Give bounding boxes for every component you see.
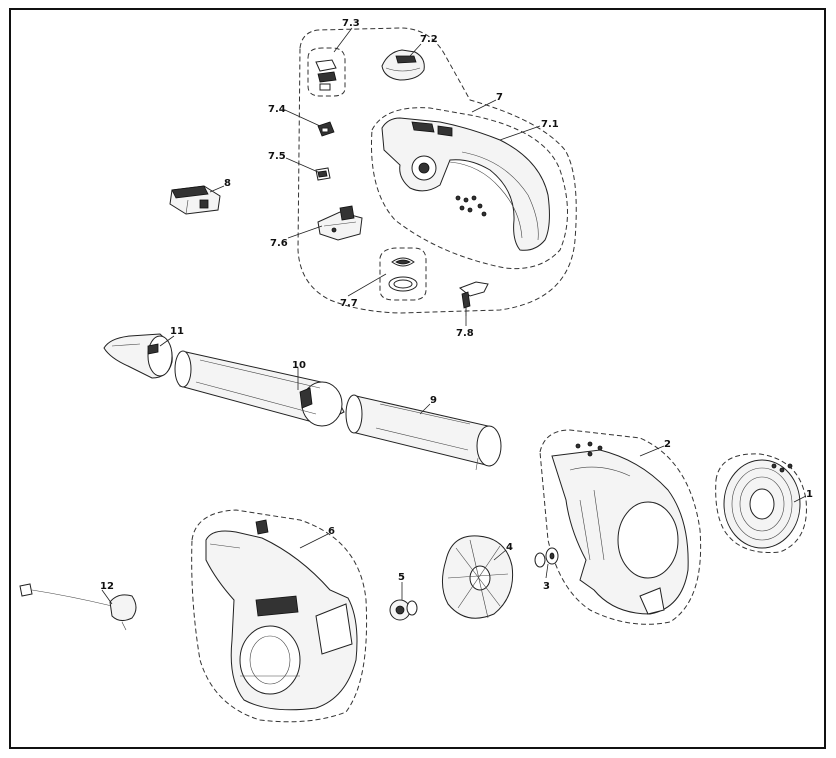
label-7: 7 <box>496 92 503 103</box>
part-7-3-clip <box>316 60 336 90</box>
leader-8 <box>210 186 224 192</box>
label-2: 2 <box>664 439 671 450</box>
part-12-cord <box>20 584 136 630</box>
label-5: 5 <box>398 572 405 583</box>
leader-7-1 <box>500 126 540 140</box>
part-10-tube <box>175 351 344 426</box>
part-11-nozzle <box>104 334 172 378</box>
label-7-6: 7.6 <box>270 238 288 249</box>
part-7-2-cover <box>382 50 424 80</box>
leader-7 <box>472 100 496 112</box>
label-11: 11 <box>170 326 184 337</box>
label-8: 8 <box>224 178 231 189</box>
leader-7-3 <box>334 28 352 52</box>
group-7-7-boundary <box>380 248 426 300</box>
label-1: 1 <box>806 489 813 500</box>
part-5-bearing <box>390 600 417 620</box>
part-4-fan <box>442 536 512 618</box>
leader-12 <box>102 590 112 604</box>
label-6: 6 <box>328 526 335 537</box>
label-7-2: 7.2 <box>420 34 438 45</box>
part-1-grille <box>724 460 800 548</box>
part-8-box <box>170 186 220 214</box>
part-6-engine <box>206 520 357 710</box>
part-3-washers <box>535 548 558 567</box>
label-4: 4 <box>506 542 513 553</box>
label-10: 10 <box>292 360 306 371</box>
leader-3 <box>546 564 548 578</box>
label-7-8: 7.8 <box>456 328 474 339</box>
leader-7-7 <box>348 274 386 296</box>
leader-7-4 <box>285 110 320 126</box>
leader-7-5 <box>286 158 318 172</box>
label-3: 3 <box>543 581 550 592</box>
part-7-1-handle <box>382 118 549 250</box>
label-7-5: 7.5 <box>268 151 286 162</box>
label-7-7: 7.7 <box>340 298 358 309</box>
part-2-housing <box>552 442 688 614</box>
leader-6 <box>300 534 328 548</box>
label-12: 12 <box>100 581 114 592</box>
part-7-1-screws <box>456 196 486 216</box>
label-7-4: 7.4 <box>268 104 286 115</box>
part-7-6-throttle <box>318 206 362 240</box>
leader-7-6 <box>288 226 322 238</box>
leader-2 <box>640 446 664 456</box>
label-7-1: 7.1 <box>541 119 559 130</box>
part-7-7-rings <box>389 258 417 291</box>
part-7-5-block <box>316 168 330 180</box>
label-9: 9 <box>430 395 437 406</box>
part-7-4-switch <box>318 122 334 136</box>
label-7-3: 7.3 <box>342 18 360 29</box>
part-9-tube <box>346 395 501 470</box>
